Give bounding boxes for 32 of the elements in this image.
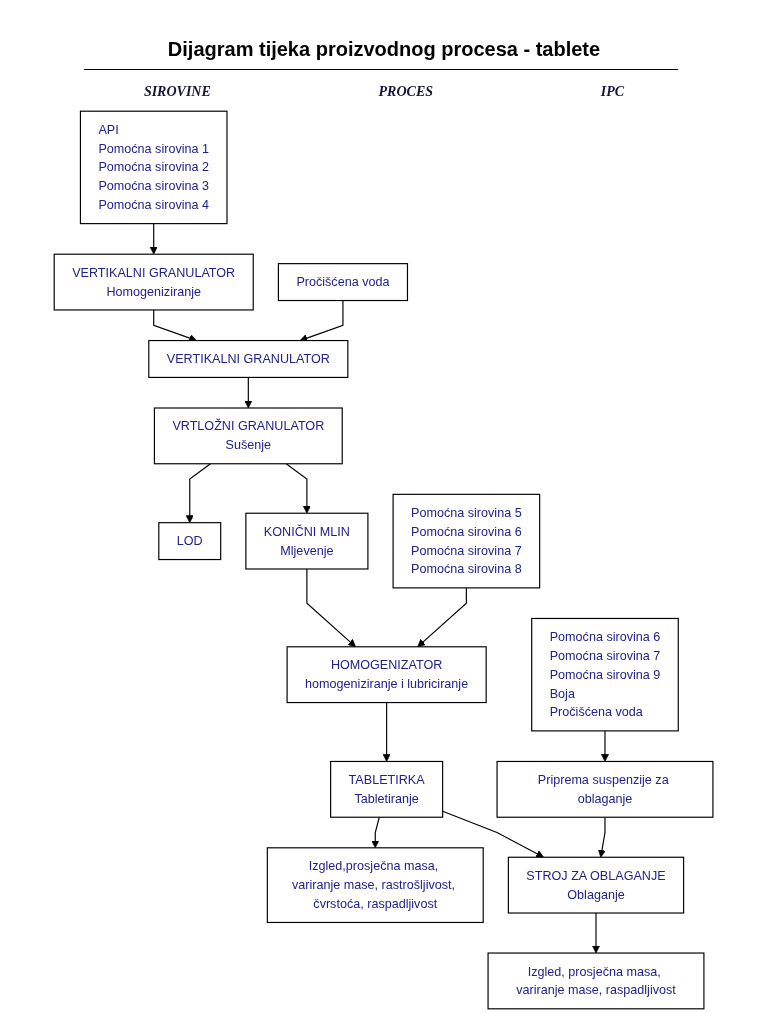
arrow xyxy=(244,376,253,409)
column-heading: IPC xyxy=(600,84,625,100)
arrow xyxy=(383,701,392,762)
node-box: TABLETIRKA Tabletiranje xyxy=(330,760,444,818)
column-heading: SIROVINE xyxy=(143,84,211,100)
node-box: API Pomoćna sirovina 1 Pomoćna sirovina 2 Pomoćna sirovina 3 Pomoćna sirovina 4 xyxy=(80,110,228,225)
title: Dijagram tijeka proizvodnog procesa - tablete xyxy=(167,38,601,61)
arrow xyxy=(417,587,468,648)
column-heading: PROCES xyxy=(378,84,433,100)
node-box: Pročišćena voda xyxy=(278,263,409,302)
node-box: VERTIKALNI GRANULATOR Homogeniziranje xyxy=(54,253,255,311)
arrow xyxy=(371,816,381,849)
node-box: Izgled, prosječna masa, variranje mase, raspadljivost xyxy=(487,952,705,1010)
node-box: Pomoćna sirovina 5 Pomoćna sirovina 6 Pomoćna sirovina 7 Pomoćna sirovina 8 xyxy=(392,493,541,589)
arrow xyxy=(150,223,159,255)
node-box: Izgled,prosječna masa, variranje mase, rastrošljivost, čvrstoća, raspadljivost xyxy=(267,847,485,924)
node-box: Pomoćna sirovina 6 Pomoćna sirovina 7 Pomoćna sirovina 9 Boja Pročišćena voda xyxy=(531,617,680,732)
arrow xyxy=(592,912,601,954)
node-box: KONIČNI MLIN Mljevenje xyxy=(245,512,369,570)
arrow xyxy=(286,463,312,514)
node-box: STROJ ZA OBLAGANJE Oblaganje xyxy=(508,856,685,914)
arrow xyxy=(153,309,198,342)
arrow xyxy=(300,299,344,342)
arrow xyxy=(306,568,357,648)
arrow xyxy=(598,816,607,858)
node-box: LOD xyxy=(158,522,222,561)
arrow xyxy=(186,463,212,524)
arrow xyxy=(601,730,610,762)
node-box: Priprema suspenzije za oblaganje xyxy=(496,760,714,818)
node-box: VRTLOŽNI GRANULATOR Sušenje xyxy=(154,407,344,465)
node-box: HOMOGENIZATOR homogeniziranje i lubriciranje xyxy=(286,646,488,704)
node-box: VERTIKALNI GRANULATOR xyxy=(148,339,349,378)
